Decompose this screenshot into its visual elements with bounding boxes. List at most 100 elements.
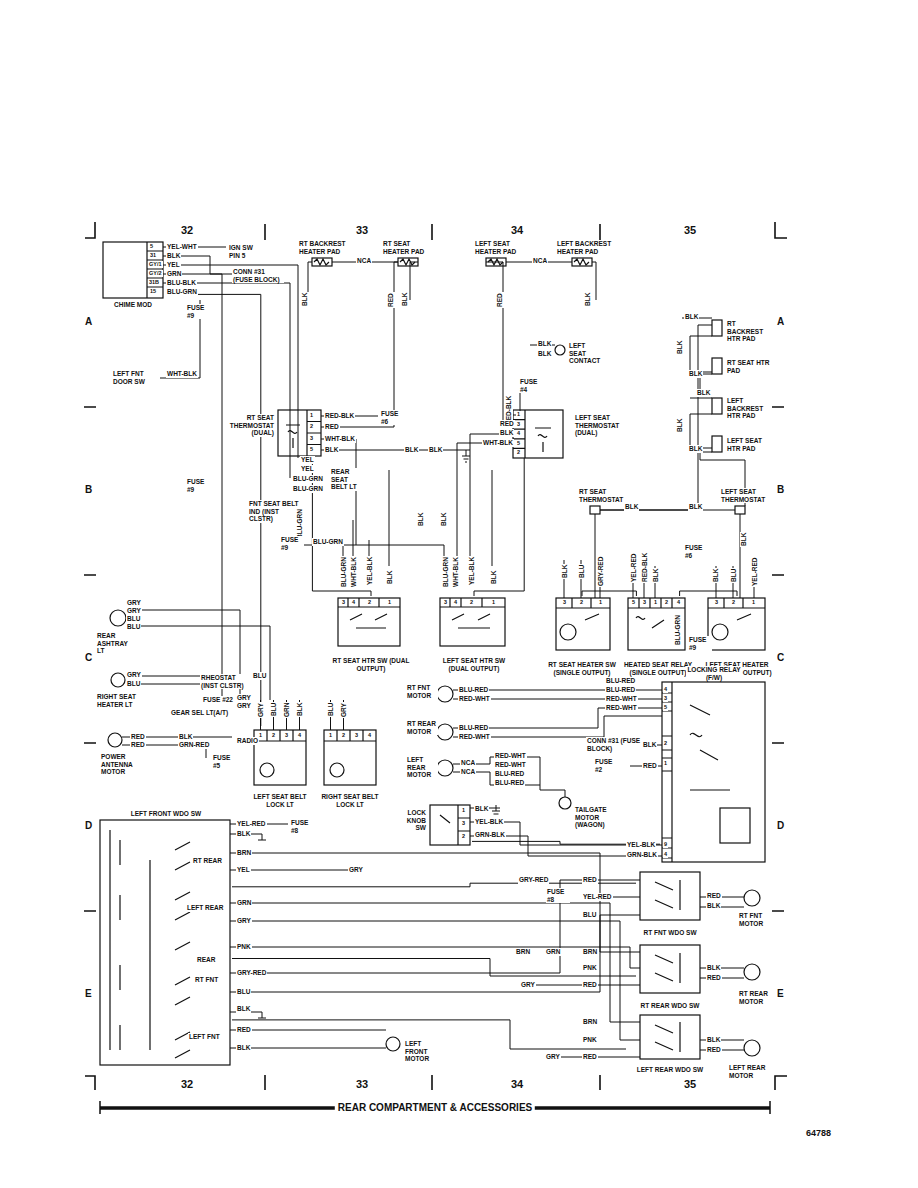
wire-label: FUSE #2 xyxy=(594,758,622,773)
pin-number: 5 xyxy=(516,440,521,447)
pin-number: 1 xyxy=(516,411,521,418)
wire-label: BLU xyxy=(126,623,141,631)
wire-label: GRY xyxy=(126,607,142,615)
wire-label: GRY xyxy=(236,702,252,710)
wire-label: FUSE #4 xyxy=(519,378,543,393)
wire-label: RT SEAT HTR PAD xyxy=(726,359,772,374)
component: RT SEAT THERMOSTAT (DUAL) xyxy=(226,408,322,458)
pin-number: 5 xyxy=(663,704,668,711)
wire-label: LEFT FNT xyxy=(188,1033,221,1041)
wire-label: GRY xyxy=(340,702,348,718)
wire-label: NCA xyxy=(460,768,476,776)
wire-label: YEL-BLK xyxy=(626,841,656,849)
pin-number: 3 xyxy=(284,732,289,739)
wire-label: YEL xyxy=(300,465,315,473)
wire-label: BLU xyxy=(236,988,251,996)
wire-connector xyxy=(474,458,524,596)
wire-label: GRY-RED xyxy=(518,876,549,884)
pin-number: 3 xyxy=(354,732,359,739)
pin-number: GY/1 xyxy=(148,261,163,268)
wire-label: RT FNT MOTOR xyxy=(406,684,438,699)
wire-label: LEFT FNT DOOR SW xyxy=(112,370,154,385)
wire-label: LEFT FRONT MOTOR xyxy=(404,1040,440,1063)
wire-label: BLK xyxy=(401,292,409,307)
wire-label: BLU-GRN xyxy=(674,614,682,646)
component: LEFT SEAT HEATER SW (SINGLE OUTPUT) xyxy=(702,596,772,676)
wire-label: RT REAR MOTOR xyxy=(738,990,776,1005)
wire-label: BLK xyxy=(499,429,514,437)
wire-label: RHEOSTAT (INST CLSTR) xyxy=(200,674,252,689)
wire-label: BLK xyxy=(301,292,309,307)
wire-label: IGN SW PIN 5 xyxy=(228,244,264,259)
wire-label: POWER ANTENNA MOTOR xyxy=(100,753,146,776)
wire-label: BRN xyxy=(515,948,531,956)
wire-label: WHT-BLK xyxy=(482,439,514,447)
grid-reference: E xyxy=(84,988,93,999)
pin-number: 5 xyxy=(149,243,154,250)
wire-label: BRN xyxy=(582,1018,598,1026)
wire-label: RED xyxy=(387,292,395,308)
wire-label: BLK xyxy=(236,1005,251,1013)
wire-label: FUSE #9 xyxy=(186,478,210,493)
wire-label: GRY xyxy=(520,981,536,989)
wire-label: GRN-BLK xyxy=(474,831,506,839)
pin-number: 4 xyxy=(453,599,458,606)
wire-label: CONN #31 (FUSE BLOCK) xyxy=(232,268,284,283)
pin-number: 1 xyxy=(461,807,466,814)
pin-number: 3 xyxy=(443,599,448,606)
wire-label: PNK xyxy=(236,943,252,951)
wire-label: LEFT SEAT THERMOSTAT xyxy=(720,488,776,503)
pin-number: 3 xyxy=(341,599,346,606)
wire-label: BLK xyxy=(642,741,657,749)
wire-label: WHT-BLK xyxy=(452,556,460,588)
wire-label: BLK xyxy=(166,252,181,260)
grid-reference: E xyxy=(776,988,785,999)
wire-label: RED xyxy=(706,1046,722,1054)
pin-number: 2 xyxy=(341,732,346,739)
wire-label: FUSE #9 xyxy=(280,536,304,551)
pin-number: GY/2 xyxy=(148,270,163,277)
wire-label: BLK xyxy=(386,570,394,585)
wire-label: BLK xyxy=(688,370,703,378)
wire-label: RED xyxy=(130,741,146,749)
component-caption: CHIME MOD xyxy=(100,301,166,309)
grid-reference: 33 xyxy=(355,224,369,236)
component: LEFT FRONT WDO SW xyxy=(100,810,232,1066)
pin-number: 4 xyxy=(663,851,668,858)
wire-label: GRY xyxy=(236,694,252,702)
pin-number: 1 xyxy=(653,599,658,606)
component-caption: LEFT FRONT WDO SW xyxy=(126,810,206,818)
wire-label: FUSE #6 xyxy=(380,410,404,425)
pin-number: 2 xyxy=(367,599,372,606)
wire-label: BLU xyxy=(126,680,141,688)
wire-connector xyxy=(166,294,261,726)
wire-label: RED-WHT xyxy=(458,695,491,703)
grid-reference: 34 xyxy=(510,224,524,236)
component: LEFT SEAT THERMOSTAT (DUAL) xyxy=(513,408,625,458)
wire-label: RED-WHT xyxy=(494,752,527,760)
wire-label: LEFT SEAT CONTACT xyxy=(568,342,604,365)
wire-label: RED xyxy=(582,981,598,989)
wire-label: YEL-RED xyxy=(751,556,759,587)
wire-label: BLK xyxy=(236,830,251,838)
wire-label: BLK xyxy=(404,446,419,454)
component-caption: HEATED SEAT RELAY (SINGLE OUTPUT) xyxy=(622,661,694,676)
wire-label: BLU-RED xyxy=(458,686,489,694)
component: RT SEAT HTR SW (DUAL OUTPUT) xyxy=(332,596,410,672)
wire-label: RED xyxy=(582,1053,598,1061)
wire-label: BLK xyxy=(706,902,721,910)
component: LEFT REAR WDO SW xyxy=(626,1013,714,1073)
wire-label: YEL-BLK xyxy=(366,556,374,586)
component-caption: RT SEAT HTR SW (DUAL OUTPUT) xyxy=(332,657,410,672)
wire-label: LEFT BACKREST HEATER PAD xyxy=(556,240,620,255)
component-caption: RT REAR WDO SW xyxy=(636,1002,704,1010)
component: LOCKING RELAY (F/W) xyxy=(660,666,768,864)
wire-label: BLU-GRN xyxy=(442,556,450,588)
pin-number: 1 xyxy=(309,412,314,419)
wire-label: NCA xyxy=(460,759,476,767)
component: RT FNT WDO SW xyxy=(636,870,704,936)
wire-label: RED-WHT xyxy=(605,695,638,703)
wire-label: RADIO xyxy=(236,737,259,745)
wire-label: BLK xyxy=(537,350,552,358)
